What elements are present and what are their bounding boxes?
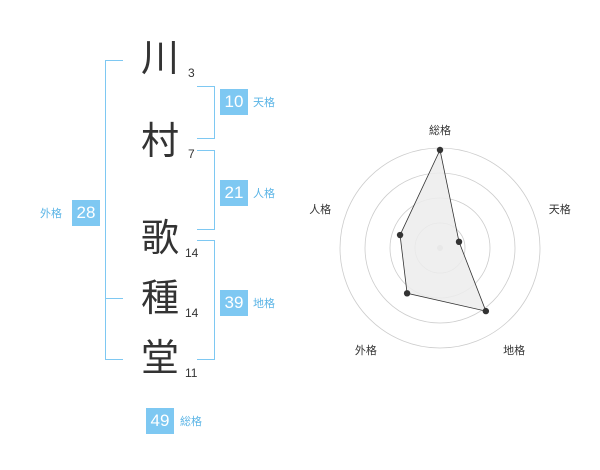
radar-point-5 xyxy=(396,231,404,239)
gaikaku-bracket-divider xyxy=(105,298,123,299)
radar-data-area xyxy=(399,148,487,312)
name-char-5: 堂 xyxy=(140,336,179,380)
radar-axis-label-4: 外格 xyxy=(355,343,377,357)
soukaku-label: 総格 xyxy=(180,415,202,428)
stroke-count-4: 14 xyxy=(185,306,199,320)
gaikaku-bracket xyxy=(105,60,123,360)
radar-axis-label-3: 地格 xyxy=(503,343,525,357)
stroke-count-3: 14 xyxy=(185,246,199,260)
radar-polygon xyxy=(399,148,487,312)
name-char-4: 種 xyxy=(140,276,179,320)
name-char-2: 村 xyxy=(140,119,179,163)
jinkaku-label: 人格 xyxy=(253,187,275,200)
radar-axis-label-2: 天格 xyxy=(549,202,571,216)
chikaku-label: 地格 xyxy=(253,297,275,310)
radar-axis-label-1: 総格 xyxy=(429,123,451,137)
tenkaku-value: 10 xyxy=(220,89,248,115)
chikaku-bracket xyxy=(197,240,215,360)
tenkaku-bracket xyxy=(197,86,215,139)
name-char-3: 歌 xyxy=(140,216,179,260)
name-char-1: 川 xyxy=(140,36,179,80)
soukaku-value: 49 xyxy=(146,408,174,434)
radar-point-2 xyxy=(455,238,463,246)
gaikaku-label: 外格 xyxy=(40,207,62,220)
jinkaku-value: 21 xyxy=(220,180,248,206)
radar-axis-label-5: 人格 xyxy=(309,202,331,216)
radar-point-1 xyxy=(436,146,444,154)
radar-point-3 xyxy=(482,307,490,315)
radar-points xyxy=(396,146,490,315)
stroke-count-5: 11 xyxy=(185,366,198,380)
stroke-count-2: 7 xyxy=(188,147,195,161)
jinkaku-bracket xyxy=(197,150,215,230)
stroke-count-1: 3 xyxy=(188,66,195,80)
chikaku-value: 39 xyxy=(220,290,248,316)
radar-point-4 xyxy=(403,290,411,297)
tenkaku-label: 天格 xyxy=(253,96,275,109)
gaikaku-value: 28 xyxy=(72,200,100,226)
